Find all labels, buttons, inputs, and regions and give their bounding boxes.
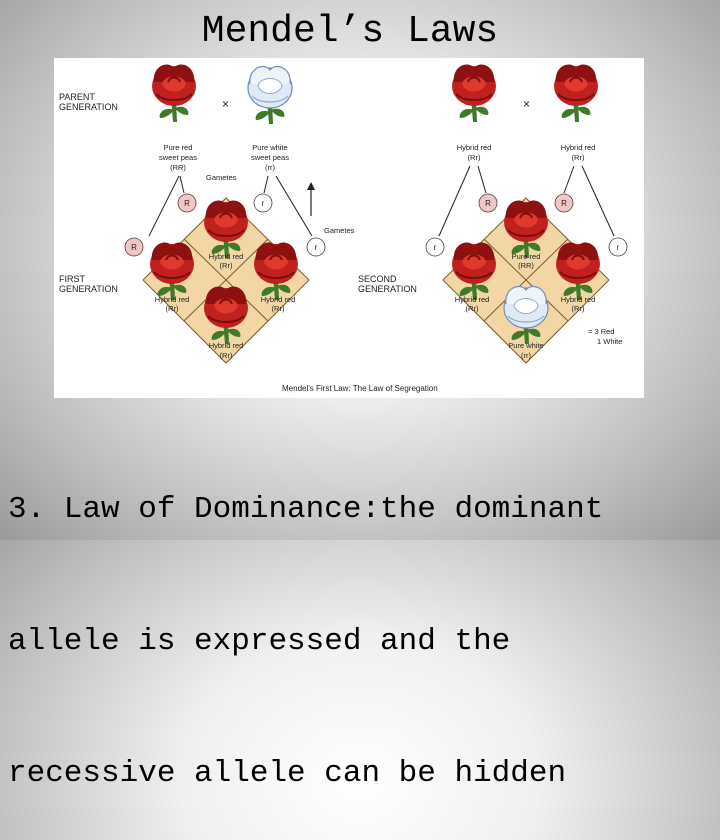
second-generation-label-2: GENERATION bbox=[358, 284, 417, 294]
segregation-diagram: PARENT GENERATION × Pure red sweet peas … bbox=[54, 58, 644, 398]
parent-hybrid-1-label-2: (Rr) bbox=[468, 153, 481, 162]
parent-red-label-3: (RR) bbox=[170, 163, 186, 172]
parent-hybrid-1-label-1: Hybrid red bbox=[457, 143, 492, 152]
parent-white-label-1: Pure white bbox=[252, 143, 287, 152]
gamete-R-side-left: R bbox=[131, 243, 137, 252]
gamete-R-top-right-2: R bbox=[561, 199, 567, 208]
gametes-label-left-top: Gametes bbox=[206, 173, 237, 182]
bullet-line-3: recessive allele can be hidden bbox=[8, 752, 718, 796]
f2-left-label-1: Hybrid red bbox=[455, 295, 490, 304]
f1-top-label-2: (Rr) bbox=[220, 261, 233, 270]
cross-symbol-left: × bbox=[222, 97, 229, 111]
gamete-r-side-right-1: r bbox=[434, 243, 437, 252]
gamete-R-top-left: R bbox=[184, 199, 190, 208]
gamete-R-top-right-1: R bbox=[485, 199, 491, 208]
first-generation-label-2: GENERATION bbox=[59, 284, 118, 294]
f2-right-label-2: (Rr) bbox=[572, 304, 585, 313]
bullet-line-1: 3. Law of Dominance:the dominant bbox=[8, 488, 718, 532]
cross-symbol-right: × bbox=[523, 97, 530, 111]
parent-white-rose bbox=[248, 66, 292, 124]
parent-hybrid-rose-1 bbox=[452, 64, 496, 122]
gamete-r-top-left: r bbox=[262, 199, 265, 208]
parent-red-label-1: Pure red bbox=[164, 143, 193, 152]
parent-generation-label-2: GENERATION bbox=[59, 102, 118, 112]
f1-left-label-1: Hybrid red bbox=[155, 295, 190, 304]
f2-right-label-1: Hybrid red bbox=[561, 295, 596, 304]
f1-bottom-label-2: (Rr) bbox=[220, 351, 233, 360]
ratio-label-1: = 3 Red bbox=[588, 327, 614, 336]
f1-top-label-1: Hybrid red bbox=[209, 252, 244, 261]
parent-hybrid-2-label-1: Hybrid red bbox=[561, 143, 596, 152]
parent-generation-label-1: PARENT bbox=[59, 92, 95, 102]
f1-bottom-label-1: Hybrid red bbox=[209, 341, 244, 350]
f1-right-label-1: Hybrid red bbox=[261, 295, 296, 304]
f1-right-label-2: (Rr) bbox=[272, 304, 285, 313]
parent-red-label-2: sweet peas bbox=[159, 153, 197, 162]
figure-caption: Mendel's First Law: The Law of Segregati… bbox=[282, 384, 438, 393]
parent-white-label-2: sweet peas bbox=[251, 153, 289, 162]
bullet-line-2: allele is expressed and the bbox=[8, 620, 718, 664]
f2-top-label-2: (RR) bbox=[518, 261, 534, 270]
gamete-r-side-left: r bbox=[315, 243, 318, 252]
parent-hybrid-2-label-2: (Rr) bbox=[572, 153, 585, 162]
parent-hybrid-rose-2 bbox=[554, 64, 598, 122]
slide-title: Mendel’s Laws bbox=[0, 10, 700, 53]
gamete-r-side-right-2: r bbox=[617, 243, 620, 252]
f2-bottom-label-1: Pure white bbox=[508, 341, 543, 350]
parent-white-label-3: (rr) bbox=[265, 163, 275, 172]
law-of-dominance-text: 3. Law of Dominance:the dominant allele … bbox=[8, 400, 718, 840]
gametes-label-left-side: Gametes bbox=[324, 226, 355, 235]
f2-left-label-2: (Rr) bbox=[466, 304, 479, 313]
f2-bottom-label-2: (rr) bbox=[521, 351, 531, 360]
f1-left-label-2: (Rr) bbox=[166, 304, 179, 313]
parent-red-rose bbox=[152, 64, 196, 122]
ratio-label-2: 1 White bbox=[597, 337, 622, 346]
second-generation-label-1: SECOND bbox=[358, 274, 397, 284]
first-generation-label-1: FIRST bbox=[59, 274, 86, 284]
f2-top-label-1: Pure red bbox=[512, 252, 541, 261]
